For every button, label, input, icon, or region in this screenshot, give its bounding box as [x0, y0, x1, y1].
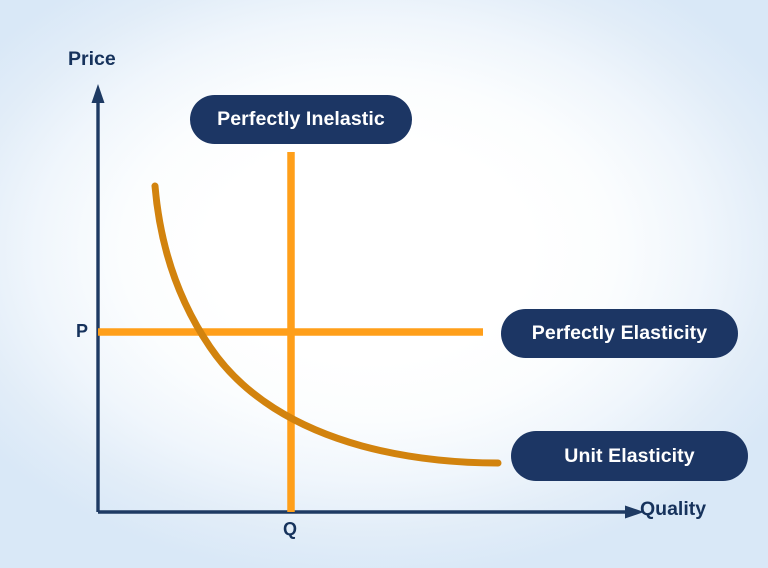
y-tick-label-p: P — [76, 321, 89, 341]
x-axis-title: Quality — [640, 498, 707, 520]
y-axis-arrowhead-icon — [91, 84, 105, 103]
badge-perfectly-elasticity: Perfectly Elasticity — [501, 309, 738, 358]
y-axis-title: Price — [68, 48, 116, 70]
unit-elasticity-curve — [151, 182, 502, 467]
badge-unit-elasticity: Unit Elasticity — [511, 431, 748, 481]
x-axis — [98, 505, 644, 519]
y-axis — [91, 84, 105, 512]
x-tick-label-q: Q — [283, 519, 298, 539]
badge-perfectly-inelastic: Perfectly Inelastic — [190, 95, 412, 144]
x-axis-arrowhead-icon — [625, 505, 644, 519]
